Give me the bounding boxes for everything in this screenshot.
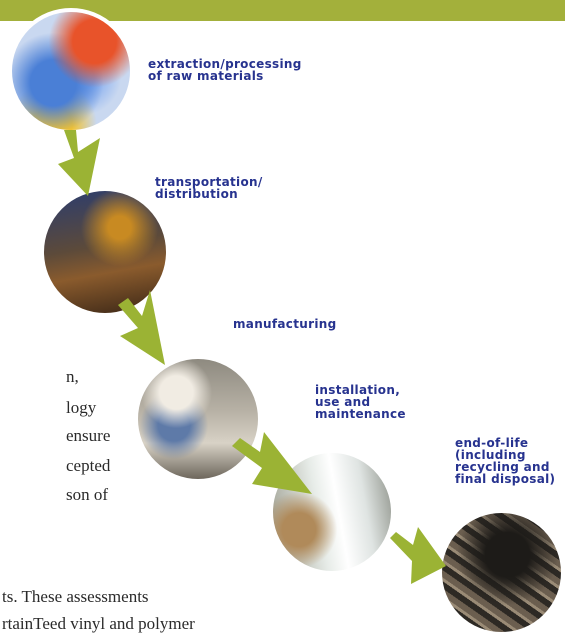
stage-label-manufacturing: manufacturing xyxy=(233,317,337,331)
arrow-4-icon xyxy=(390,527,446,584)
body-text-line: cepted xyxy=(66,456,111,475)
header-band xyxy=(0,0,565,21)
transportation-photo xyxy=(40,187,170,317)
manufacturing-photo xyxy=(134,355,262,483)
body-text-line: n, xyxy=(66,367,79,386)
body-text-line: ts. These assessments xyxy=(2,587,149,606)
body-text-line: ensure xyxy=(66,426,111,445)
arrow-3-icon xyxy=(232,432,312,494)
raw-materials-photo xyxy=(8,8,134,134)
stage-label-end-of-life: end-of-life (including recycling and fin… xyxy=(455,436,556,486)
stage-label-transportation: transportation/ distribution xyxy=(155,175,263,201)
body-text-line: rtainTeed vinyl and polymer xyxy=(2,614,195,633)
stage-label-extraction: extraction/processing of raw materials xyxy=(148,57,302,83)
arrow-1-icon xyxy=(58,130,100,196)
arrow-2-icon xyxy=(118,290,165,365)
end-of-life-photo xyxy=(438,509,565,636)
body-text-line: son of xyxy=(66,485,109,504)
stage-label-installation: installation, use and maintenance xyxy=(315,383,406,421)
body-text-line: logy xyxy=(66,398,97,417)
